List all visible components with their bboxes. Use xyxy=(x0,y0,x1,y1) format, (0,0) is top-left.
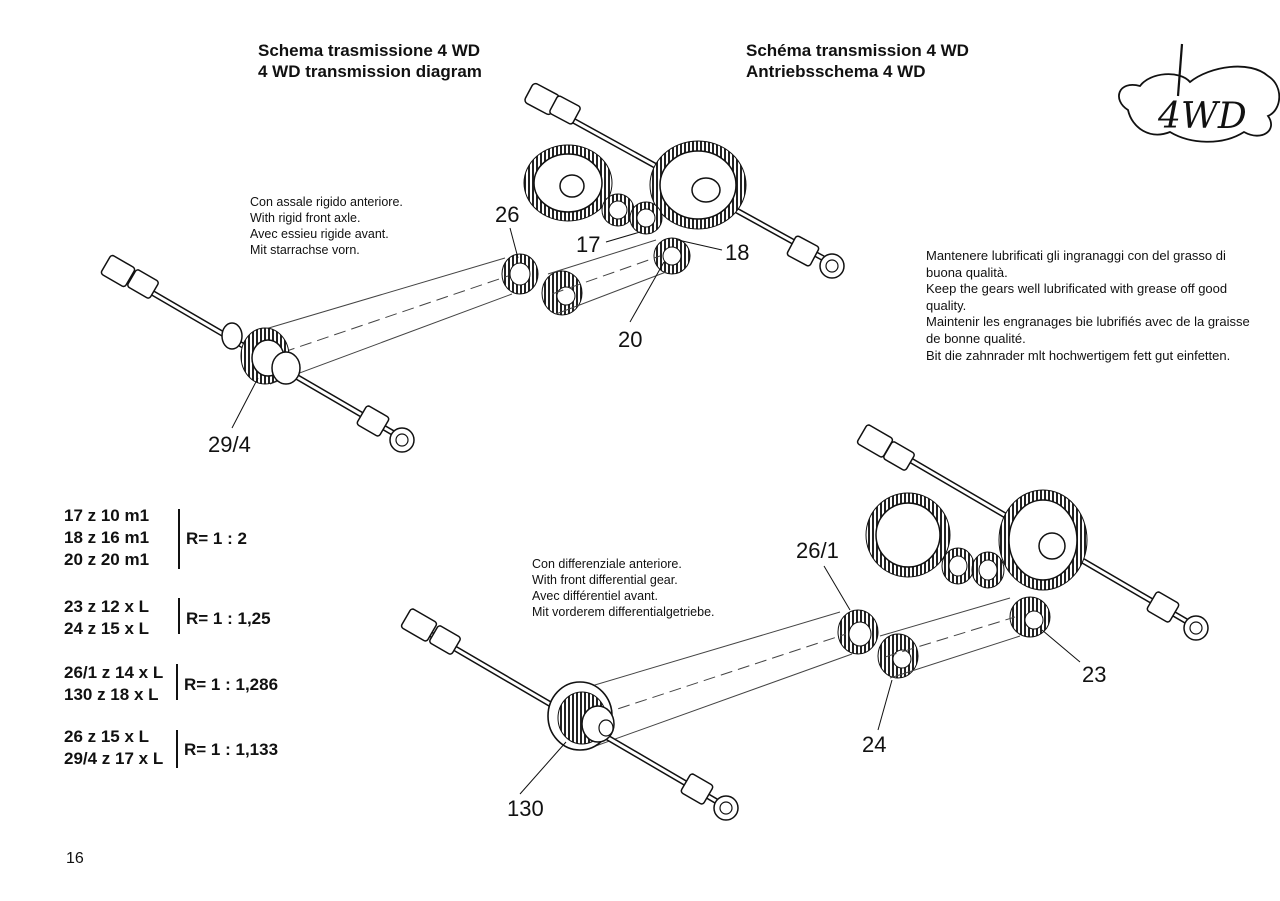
gear-spec: 20 z 20 m1 xyxy=(64,550,150,569)
top-leader-lines xyxy=(231,227,723,429)
ratio-value: R= 1 : 1,286 xyxy=(184,675,279,694)
note-rigid-axle-line: Con assale rigido anteriore. xyxy=(250,195,403,209)
gear-spec: 26 z 15 x L xyxy=(64,727,150,746)
ratio-divider xyxy=(178,598,180,634)
gear-spec: 130 z 18 x L xyxy=(64,685,159,704)
note-rigid-axle-line: Avec essieu rigide avant. xyxy=(250,227,389,241)
top-belts xyxy=(261,239,667,385)
gear-spec: 29/4 z 17 x L xyxy=(64,749,164,768)
ratio-group-1: 17 z 10 m1 18 z 16 m1 20 z 20 m1 R= 1 : … xyxy=(64,505,247,571)
bottom-front-axle xyxy=(400,608,739,821)
callout-23: 23 xyxy=(1082,662,1107,687)
note-front-diff-line: Con differenziale anteriore. xyxy=(532,557,682,571)
ratio-value: R= 1 : 1,133 xyxy=(184,740,279,759)
ratio-divider xyxy=(176,664,178,700)
top-small-gears xyxy=(501,193,691,316)
note-lubrication-line: buona qualità. xyxy=(926,264,1008,280)
title-left-line-1: Schema trasmissione 4 WD xyxy=(258,41,481,60)
note-lubrication-line: Maintenir les engranages bie lubrifiés a… xyxy=(926,314,1250,330)
gear-spec: 23 z 12 x L xyxy=(64,597,150,616)
note-front-diff: Con differenziale anteriore. With front … xyxy=(532,556,715,620)
callout-26-1: 26/1 xyxy=(796,538,839,563)
bottom-belts xyxy=(577,597,1021,749)
callout-20: 20 xyxy=(618,327,643,352)
ratio-value: R= 1 : 2 xyxy=(186,529,247,548)
title-right: Schéma transmission 4 WD Antriebsschema … xyxy=(746,40,969,82)
top-spur-gear-right xyxy=(649,140,747,230)
gear-spec: 24 z 15 x L xyxy=(64,619,150,638)
gear-list: 23 z 12 x L 24 z 15 x L xyxy=(64,596,149,640)
note-lubrication-line: Mantenere lubrificati gli ingranaggi con… xyxy=(926,248,1226,263)
callout-130: 130 xyxy=(507,796,544,821)
bottom-spur-gears xyxy=(837,489,1088,679)
logo-text: 4WD xyxy=(1157,96,1247,137)
gear-spec: 17 z 10 m1 xyxy=(64,506,150,525)
callout-26: 26 xyxy=(495,202,520,227)
note-lubrication-line: Bit die zahnrader mlt hochwertigem fett … xyxy=(926,347,1231,363)
ratio-value: R= 1 : 1,25 xyxy=(186,609,271,628)
note-front-diff-line: Avec différentiel avant. xyxy=(532,589,659,603)
callout-29-4: 29/4 xyxy=(208,432,251,457)
ratio-group-3: 26/1 z 14 x L 130 z 18 x L R= 1 : 1,286 xyxy=(64,662,278,706)
note-lubrication-line: quality. xyxy=(926,297,967,313)
title-left-line-2: 4 WD transmission diagram xyxy=(258,62,482,81)
callout-17: 17 xyxy=(576,232,601,257)
note-lubrication-line: Keep the gears well lubrificated with gr… xyxy=(926,281,1228,297)
gear-list: 26 z 15 x L 29/4 z 17 x L xyxy=(64,726,163,770)
ratio-divider xyxy=(178,509,180,569)
title-left: Schema trasmissione 4 WD 4 WD transmissi… xyxy=(258,40,482,82)
callout-24: 24 xyxy=(862,732,887,757)
gear-spec: 26/1 z 14 x L xyxy=(64,663,164,682)
page-number: 16 xyxy=(66,850,84,867)
bottom-leader-lines xyxy=(519,565,1081,795)
note-rigid-axle-line: Mit starrachse vorn. xyxy=(250,243,360,257)
note-rigid-axle: Con assale rigido anteriore. With rigid … xyxy=(250,194,403,258)
gear-spec: 18 z 16 m1 xyxy=(64,528,150,547)
note-lubrication-line: de bonne qualité. xyxy=(926,330,1026,346)
note-lubrication: Mantenere lubrificati gli ingranaggi con… xyxy=(926,248,1276,364)
top-spur-gear-left xyxy=(523,144,613,222)
ratio-group-4: 26 z 15 x L 29/4 z 17 x L R= 1 : 1,133 xyxy=(64,726,278,770)
ratio-divider xyxy=(176,730,178,768)
ratio-group-2: 23 z 12 x L 24 z 15 x L R= 1 : 1,25 xyxy=(64,596,271,640)
note-front-diff-line: Mit vorderem differentialgetriebe. xyxy=(532,605,715,619)
title-right-line-1: Schéma transmission 4 WD xyxy=(746,41,969,60)
gear-list: 17 z 10 m1 18 z 16 m1 20 z 20 m1 xyxy=(64,505,149,571)
gear-list: 26/1 z 14 x L 130 z 18 x L xyxy=(64,662,163,706)
logo-4wd: 4WD xyxy=(1118,43,1280,143)
top-front-axle xyxy=(100,254,415,453)
callout-18: 18 xyxy=(725,240,750,265)
note-rigid-axle-line: With rigid front axle. xyxy=(250,211,361,225)
note-front-diff-line: With front differential gear. xyxy=(532,573,678,587)
title-right-line-2: Antriebsschema 4 WD xyxy=(746,62,926,81)
